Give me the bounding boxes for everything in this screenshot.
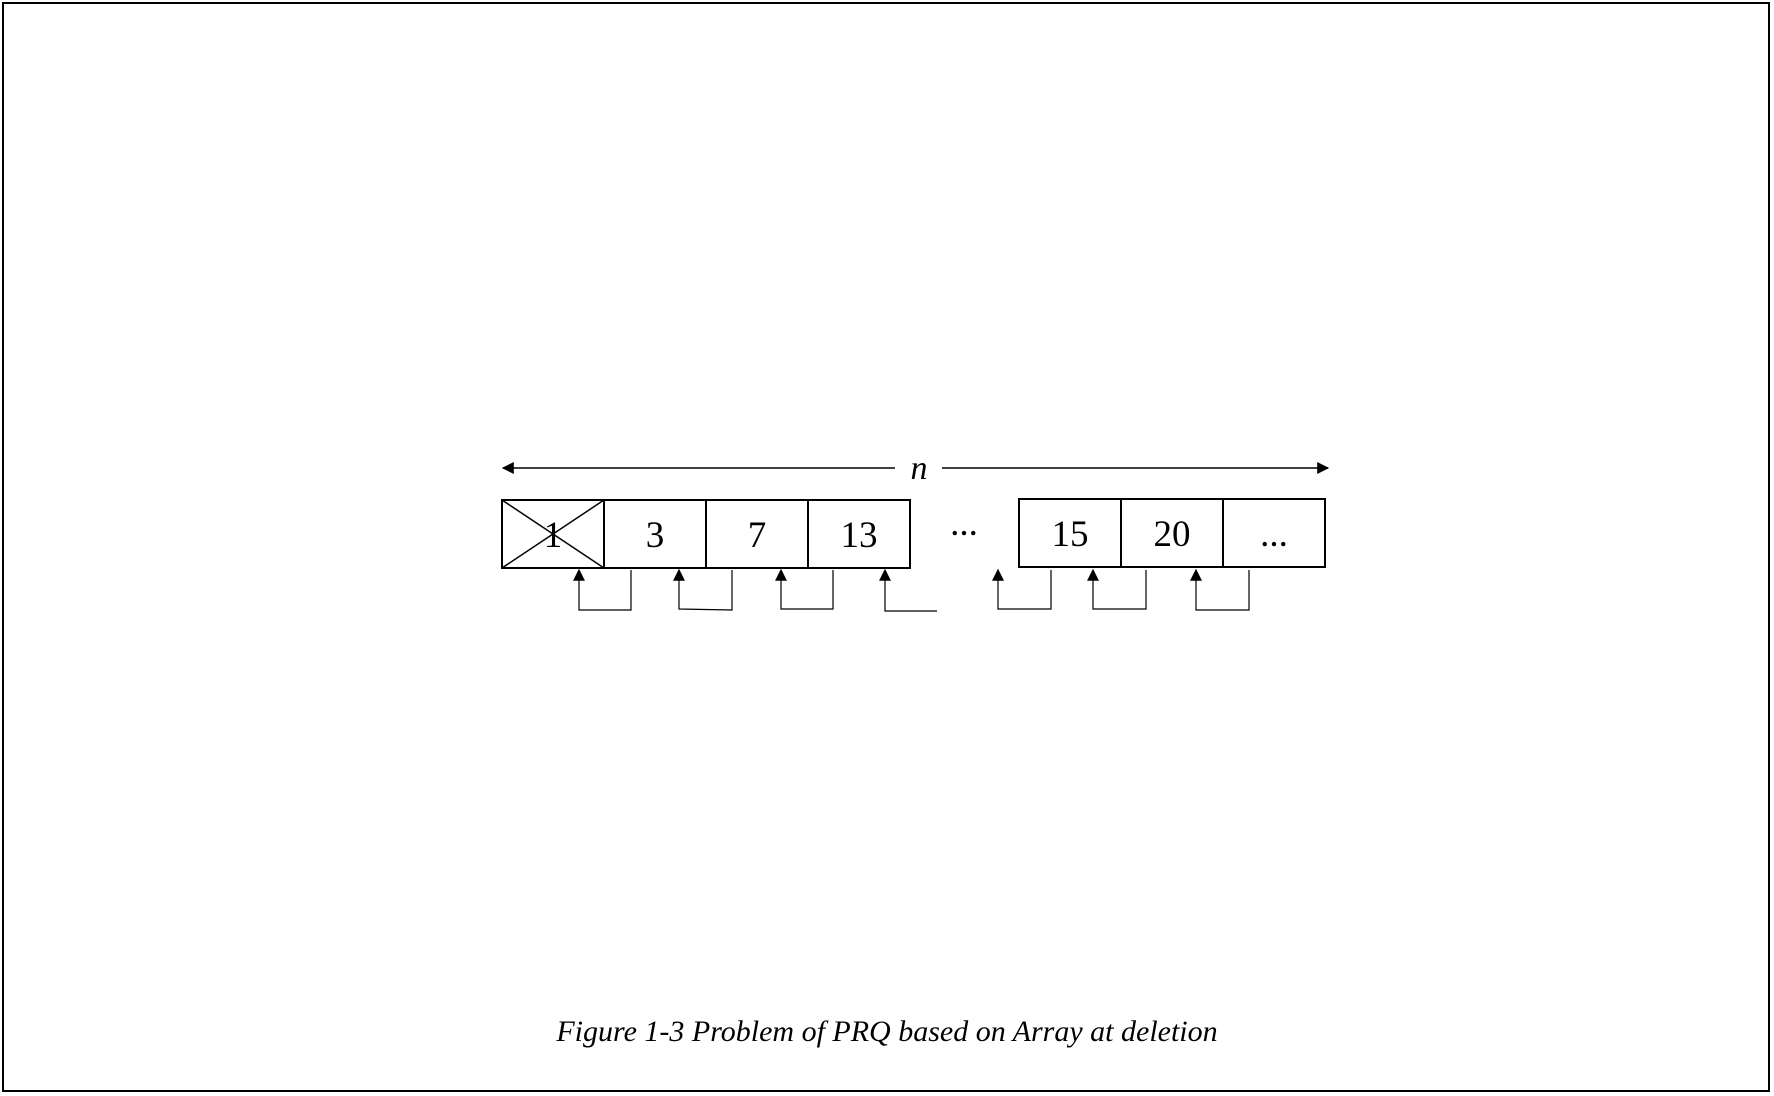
shift-arrow xyxy=(1087,568,1147,610)
array-cell-text: 3 xyxy=(646,515,665,556)
array-cell-text: ... xyxy=(1260,514,1288,555)
shift-arrow xyxy=(1190,568,1250,611)
size-label-n: n xyxy=(911,450,928,487)
shift-arrow xyxy=(775,568,834,610)
array-cell-text: 20 xyxy=(1154,514,1191,555)
deleted-cross-line xyxy=(501,499,605,569)
shift-arrow-partial xyxy=(879,568,937,612)
array-cell-text: 1 xyxy=(544,515,563,556)
right-cell-group: 15 20 ... xyxy=(1018,498,1326,568)
left-cell-group: 1 3 7 13 xyxy=(501,499,911,569)
shift-arrows xyxy=(573,568,1250,612)
array-cell-text: 7 xyxy=(748,515,767,556)
array-cell xyxy=(807,499,911,569)
shift-arrow xyxy=(673,568,733,611)
figure-caption: Figure 1-3 Problem of PRQ based on Array… xyxy=(556,1015,1218,1048)
array-cell xyxy=(1222,498,1326,568)
array-cell-text: 15 xyxy=(1052,514,1089,555)
array-cell-text: 13 xyxy=(841,515,878,556)
shift-arrow xyxy=(573,568,632,611)
gap-ellipsis: ... xyxy=(950,503,978,544)
shift-arrow xyxy=(992,568,1052,610)
